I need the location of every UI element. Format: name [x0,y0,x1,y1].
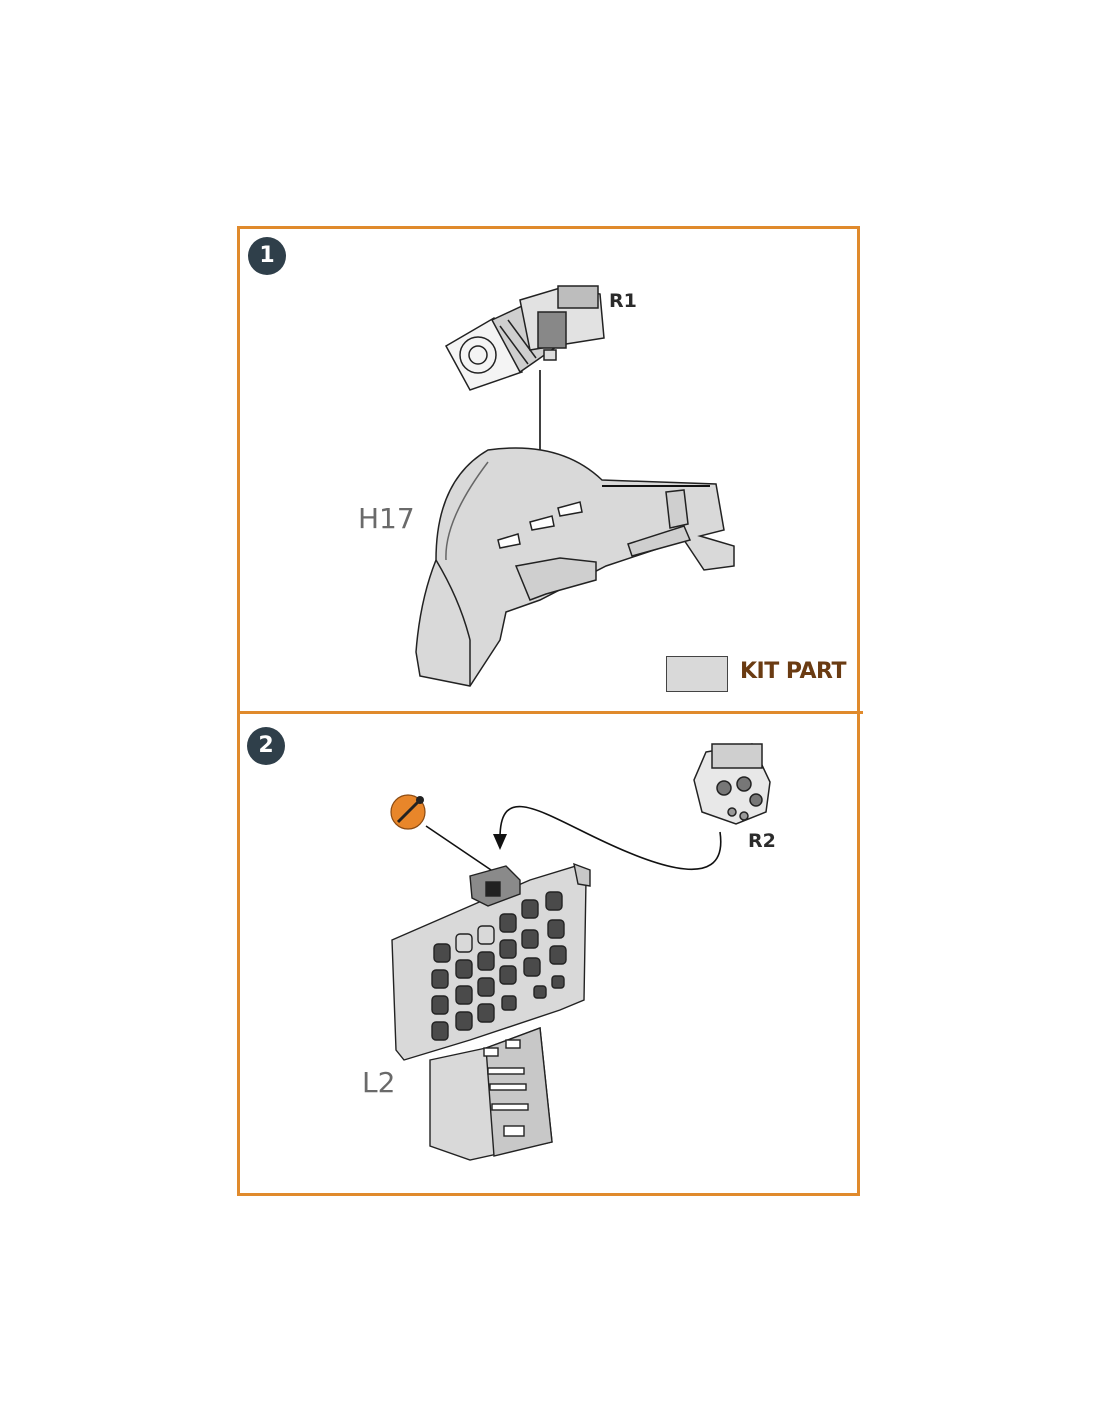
part-r1-drawing [444,285,605,391]
part-label-r2: R2 [748,830,776,852]
part-label-h17: H17 [358,502,415,535]
step-2-badge: 2 [247,727,285,765]
step-divider [237,711,863,714]
kit-part-label: KIT PART [740,659,847,684]
step-1-badge: 1 [248,237,286,275]
part-label-l2: L2 [362,1066,396,1099]
paintbrush-icon [390,794,495,873]
step-2-arrow [493,805,722,870]
part-label-r1: R1 [609,290,637,312]
kit-part-swatch [666,656,728,692]
part-l2-drawing [391,862,591,1161]
part-r2-drawing [693,743,771,825]
part-h17-drawing [415,447,735,687]
